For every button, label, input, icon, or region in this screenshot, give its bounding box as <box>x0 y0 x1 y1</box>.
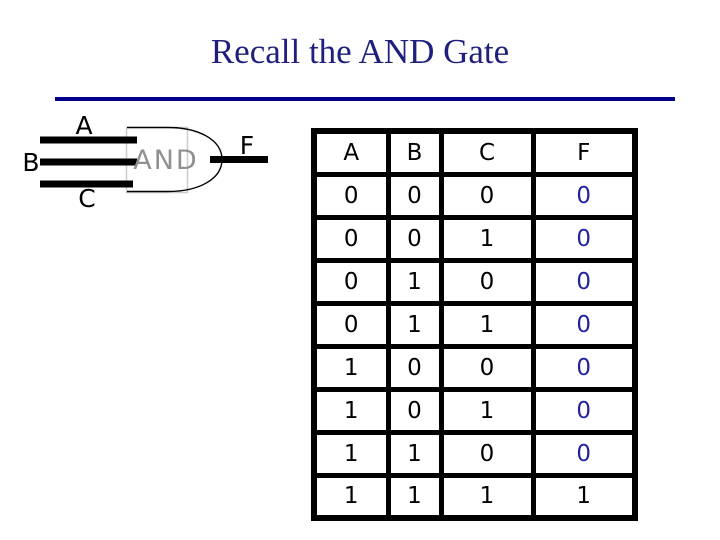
truth-table-cell-f: 0 <box>530 300 638 349</box>
and-gate-diagram: A B C AND F <box>22 111 268 213</box>
output-label-f: F <box>240 131 254 160</box>
truth-table-cell-f: 0 <box>530 429 638 478</box>
truth-table-cell-a: 1 <box>311 343 391 392</box>
truth-table-header-cell: B <box>385 128 444 177</box>
truth-table-cell-a: 0 <box>311 300 391 349</box>
truth-table-header-cell: F <box>530 128 638 177</box>
input-label-a: A <box>75 111 92 140</box>
truth-table-cell-f: 0 <box>530 343 638 392</box>
truth-table-cell-f: 1 <box>530 472 638 521</box>
truth-table-cell-a: 0 <box>311 214 391 263</box>
truth-table-cell-a: 0 <box>311 257 391 306</box>
input-label-c: C <box>78 184 95 213</box>
truth-table-header-cell: A <box>311 128 391 177</box>
truth-table-cell-c: 1 <box>438 300 536 349</box>
truth-table-cell-b: 0 <box>385 214 444 263</box>
truth-table-cell-c: 0 <box>438 429 536 478</box>
truth-table-cell-c: 0 <box>438 257 536 306</box>
truth-table-cell-b: 1 <box>385 429 444 478</box>
truth-table-cell-f: 0 <box>530 171 638 220</box>
truth-table-cell-a: 1 <box>311 429 391 478</box>
truth-table-cell-c: 0 <box>438 171 536 220</box>
truth-table-cell-f: 0 <box>530 257 638 306</box>
truth-table-cell-c: 1 <box>438 472 536 521</box>
truth-table-cell-f: 0 <box>530 214 638 263</box>
slide-title: Recall the AND Gate <box>210 32 510 71</box>
gate-label: AND <box>133 145 198 176</box>
truth-table-cell-a: 1 <box>311 386 391 435</box>
input-label-b: B <box>22 148 39 177</box>
input-wire-c <box>40 180 133 188</box>
input-wire-b <box>40 158 137 166</box>
truth-table-cell-b: 1 <box>385 472 444 521</box>
title-underline <box>55 97 675 101</box>
truth-table-cell-c: 0 <box>438 343 536 392</box>
truth-table-cell-b: 0 <box>385 386 444 435</box>
truth-table-cell-b: 1 <box>385 257 444 306</box>
truth-table-cell-f: 0 <box>530 386 638 435</box>
output-wire-f <box>210 156 268 163</box>
truth-table-cell-a: 0 <box>311 171 391 220</box>
truth-table-cell-b: 0 <box>385 171 444 220</box>
truth-table-cell-c: 1 <box>438 386 536 435</box>
truth-table-cell-c: 1 <box>438 214 536 263</box>
input-wire-a <box>40 136 137 144</box>
truth-table-cell-a: 1 <box>311 472 391 521</box>
truth-table-cell-b: 0 <box>385 343 444 392</box>
truth-table-cell-b: 1 <box>385 300 444 349</box>
truth-table-header-cell: C <box>438 128 536 177</box>
